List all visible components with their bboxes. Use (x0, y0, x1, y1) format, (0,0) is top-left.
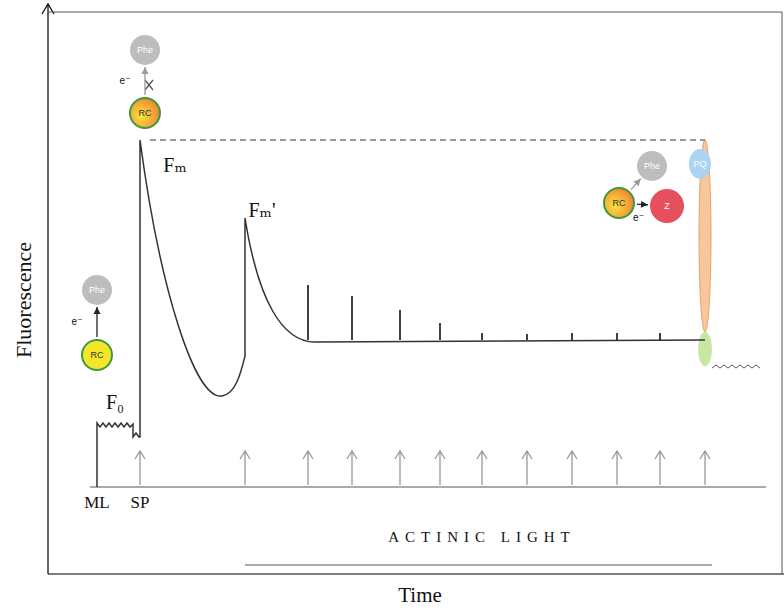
node-text: RC (613, 199, 626, 208)
reaction-center-open: RC (81, 339, 113, 371)
node-text: RC (91, 351, 104, 360)
reaction-center-closed: RC (603, 187, 635, 219)
block-cross (145, 80, 153, 90)
pulse-arrows (135, 451, 710, 485)
baseline (90, 487, 766, 488)
pheophytin-circle: Phe (130, 35, 160, 65)
edge-label: e⁻ (633, 213, 644, 223)
frame (48, 12, 782, 13)
fs-marker (698, 332, 712, 366)
trace-tail (712, 365, 760, 368)
light-label: ML (84, 494, 110, 511)
axis-title: Fluorescence (13, 242, 35, 358)
frame (782, 12, 783, 574)
electron-transfer-arrow (631, 179, 641, 190)
level-label: Fₘ' (249, 200, 276, 220)
electron-transfer-arrow (637, 201, 648, 208)
axis-title: Time (398, 585, 442, 606)
x-axis (48, 573, 784, 574)
node-text: Z (664, 202, 670, 211)
light-label: ACTINIC LIGHT (388, 530, 576, 545)
plastoquinone-ellipse: PQ (689, 149, 711, 179)
actinic-bar (245, 565, 712, 566)
pheophytin-circle: Phe (637, 151, 667, 181)
edge-label: e⁻ (120, 76, 131, 86)
node-text: RC (139, 109, 152, 118)
level-label: Fₘ (163, 155, 186, 175)
reaction-center-closed: RC (129, 97, 161, 129)
z-circle: Z (650, 189, 684, 223)
node-text: PQ (693, 160, 706, 169)
electron-transfer-arrow (94, 307, 101, 337)
electron-transfer-arrow (142, 67, 149, 95)
fluorescence-trace (97, 140, 705, 487)
pheophytin-circle: Phe (82, 275, 112, 305)
light-label: SP (131, 494, 150, 511)
pulse-spikes (308, 285, 660, 340)
node-text: Phe (644, 162, 660, 171)
edge-label: e⁻ (72, 317, 83, 327)
node-text: Phe (89, 286, 105, 295)
fm-level (150, 140, 705, 141)
y-axis (47, 4, 48, 574)
node-text: Phe (137, 46, 153, 55)
level-label: F₀ (106, 392, 124, 412)
